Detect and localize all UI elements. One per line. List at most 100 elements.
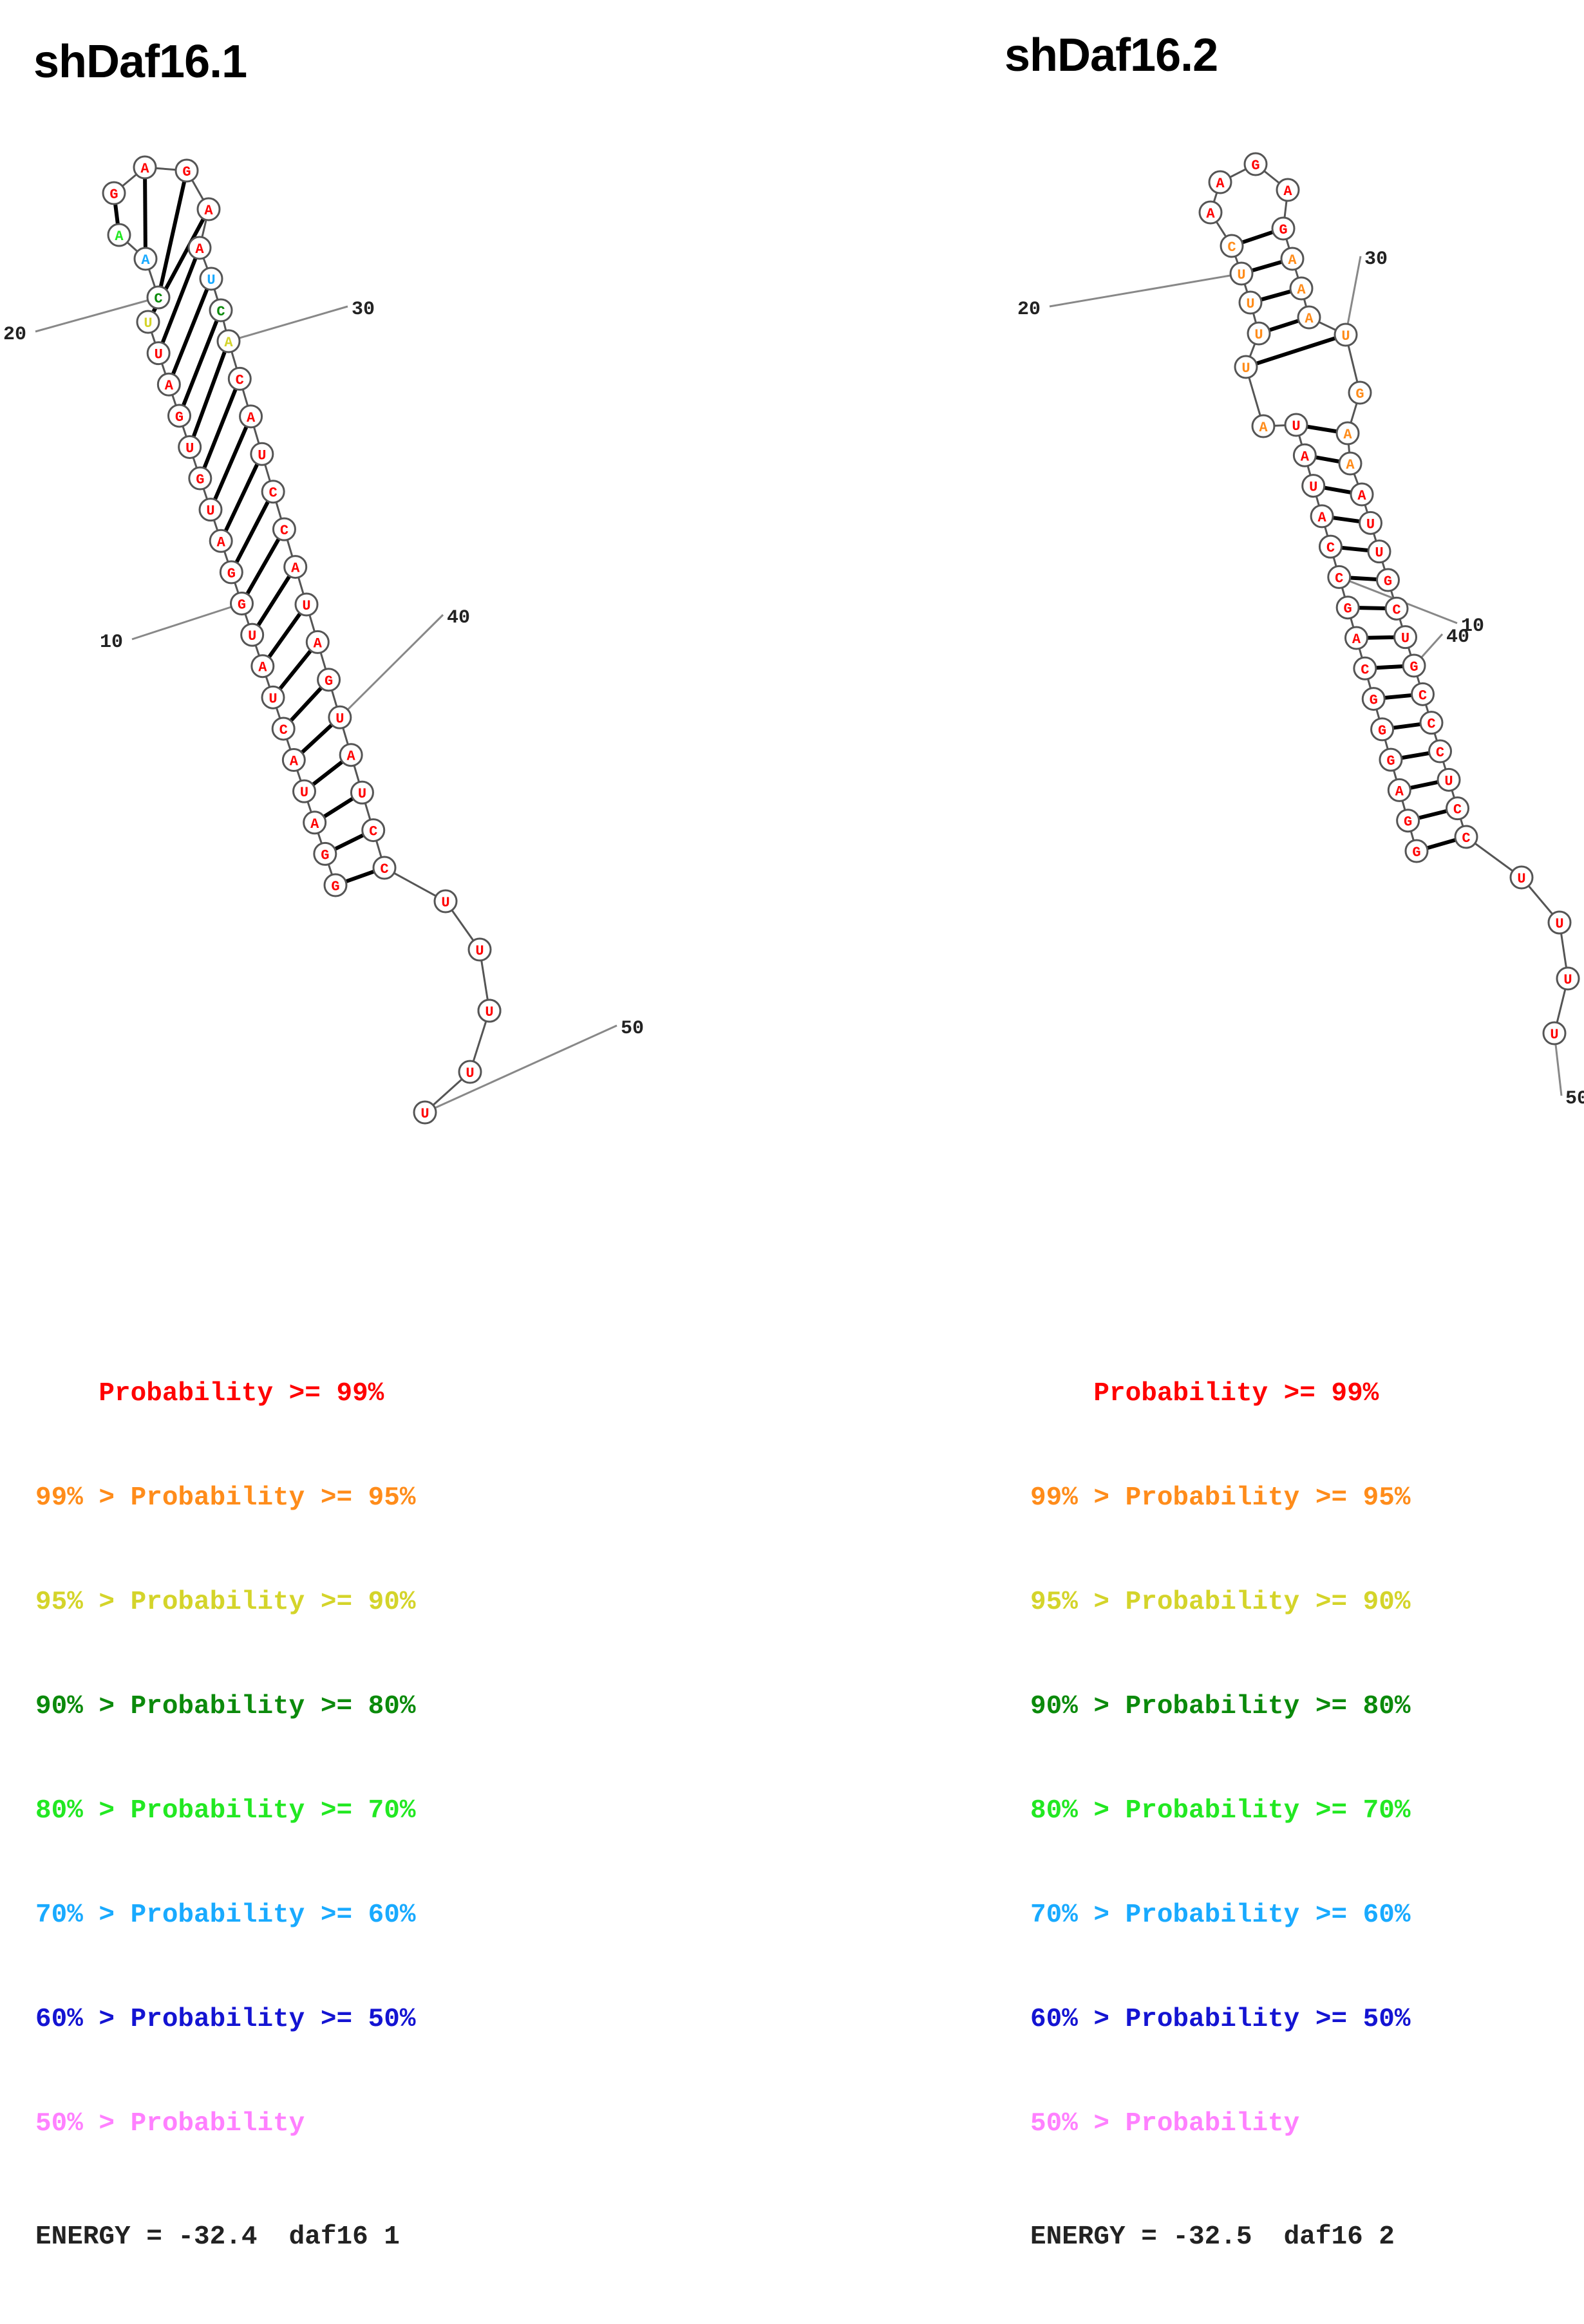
nucleotide: A: [305, 630, 330, 654]
nucleotide: G: [1376, 568, 1400, 592]
nucleotide-letter: U: [466, 1065, 474, 1082]
nucleotide: G: [230, 592, 254, 615]
base-pair-bond: [1410, 780, 1438, 790]
nucleotide-letter: U: [335, 711, 344, 727]
legend-entry: 99% > Probability >= 95%: [35, 1483, 416, 1513]
nucleotide: A: [303, 811, 327, 835]
energy-label: ENERGY = -32.5 daf16 2: [1030, 2222, 1395, 2252]
nucleotide-circle: [209, 529, 233, 553]
nucleotide: U: [250, 442, 274, 466]
nucleotide: A: [1335, 421, 1360, 445]
nucleotide-letter: G: [1412, 845, 1420, 861]
nucleotide-letter: A: [224, 335, 233, 351]
nucleotide: A: [339, 743, 363, 767]
nucleotide-circle: [339, 743, 363, 767]
nucleotide: U: [467, 937, 492, 962]
nucleotide-letter: A: [140, 161, 149, 177]
nucleotide-letter: C: [1427, 717, 1435, 733]
nucleotide-letter: A: [1206, 206, 1215, 222]
nucleotide: U: [413, 1100, 437, 1125]
nucleotide: A: [187, 236, 212, 260]
nucleotide-letter: G: [1251, 158, 1259, 174]
nucleotide-letter: U: [144, 315, 152, 332]
nucleotide-circle: [271, 717, 296, 741]
nucleotide: G: [1348, 380, 1372, 405]
nucleotide-circle: [133, 247, 158, 271]
nucleotide-circle: [240, 623, 265, 647]
nucleotide-letter: U: [1563, 972, 1572, 988]
nucleotide-letter: G: [1370, 693, 1378, 709]
nucleotide: C: [1411, 682, 1435, 706]
nucleotide: C: [1419, 711, 1444, 735]
nucleotide-circle: [1220, 234, 1244, 258]
nucleotide-letter: A: [314, 635, 323, 651]
nucleotide-letter: U: [1341, 328, 1350, 344]
position-tick-line: [1344, 256, 1362, 335]
nucleotide: A: [216, 329, 241, 353]
nucleotide-circle: [323, 873, 348, 897]
nucleotide-letter: C: [216, 304, 225, 320]
legend-entry: 90% > Probability >= 80%: [1030, 1692, 1411, 1721]
nucleotide-letter: G: [182, 164, 191, 180]
nucleotide-circle: [305, 630, 330, 654]
nucleotide-letter: A: [1305, 311, 1314, 327]
base-pair-bond: [1260, 289, 1292, 302]
nucleotide: U: [1234, 355, 1258, 379]
nucleotide-circle: [209, 298, 233, 323]
nucleotide-letter: A: [165, 378, 174, 394]
nucleotide-circle: [1411, 682, 1435, 706]
nucleotide-letter: G: [1384, 574, 1392, 590]
nucleotide-circle: [1361, 687, 1386, 711]
nucleotide-circle: [261, 480, 285, 504]
nucleotide: G: [317, 668, 341, 692]
base-pair-bond: [1323, 485, 1352, 494]
nucleotide-circle: [1334, 323, 1358, 347]
nucleotide: G: [313, 841, 337, 866]
nucleotide-circle: [1243, 152, 1268, 176]
nucleotide-circle: [433, 889, 458, 914]
base-pair-bond: [345, 869, 375, 884]
nucleotide: C: [1327, 565, 1352, 589]
position-tick-label: 50: [1565, 1088, 1584, 1110]
nucleotide-letter: A: [1301, 449, 1310, 465]
nucleotide-circle: [1359, 511, 1382, 535]
nucleotide-letter: C: [280, 523, 288, 539]
base-pair-bond: [1393, 722, 1421, 730]
nucleotide-letter: G: [1386, 753, 1395, 769]
nucleotide-circle: [1370, 717, 1395, 742]
nucleotide-circle: [413, 1100, 437, 1125]
nucleotide: A: [283, 555, 308, 579]
nucleotide-circle: [1318, 534, 1343, 559]
nucleotide-letter: C: [154, 291, 162, 307]
nucleotide-circle: [188, 466, 212, 491]
base-pair-bond: [289, 686, 323, 722]
position-tick-line: [131, 603, 242, 641]
nucleotide: U: [350, 780, 374, 805]
nucleotide-letter: U: [1517, 871, 1525, 887]
nucleotide: U: [1556, 966, 1580, 991]
base-pair-bond: [223, 463, 259, 532]
nucleotide-circle: [198, 498, 223, 522]
nucleotide: G: [1361, 687, 1386, 711]
nucleotide-circle: [146, 285, 171, 310]
position-tick-label: 20: [1017, 299, 1041, 321]
nucleotide-circle: [361, 818, 386, 843]
position-tick-label: 30: [1364, 248, 1388, 270]
nucleotide: U: [1247, 321, 1271, 346]
nucleotide: G: [1404, 839, 1429, 863]
nucleotide-letter: A: [1343, 427, 1352, 443]
base-pair-bond: [234, 500, 270, 564]
nucleotide: G: [1335, 595, 1360, 620]
nucleotide: A: [1297, 305, 1321, 330]
base-pair-bond: [1341, 545, 1369, 552]
nucleotide-letter: U: [1246, 296, 1254, 312]
nucleotide: A: [107, 223, 131, 247]
nucleotide-circle: [1335, 595, 1360, 620]
nucleotide: A: [1276, 178, 1300, 202]
nucleotide-circle: [313, 841, 337, 866]
nucleotide: U: [198, 498, 223, 522]
nucleotide-circle: [1301, 474, 1326, 498]
nucleotide: A: [239, 404, 263, 429]
nucleotide-letter: A: [1283, 183, 1292, 200]
nucleotide: U: [1229, 261, 1254, 286]
